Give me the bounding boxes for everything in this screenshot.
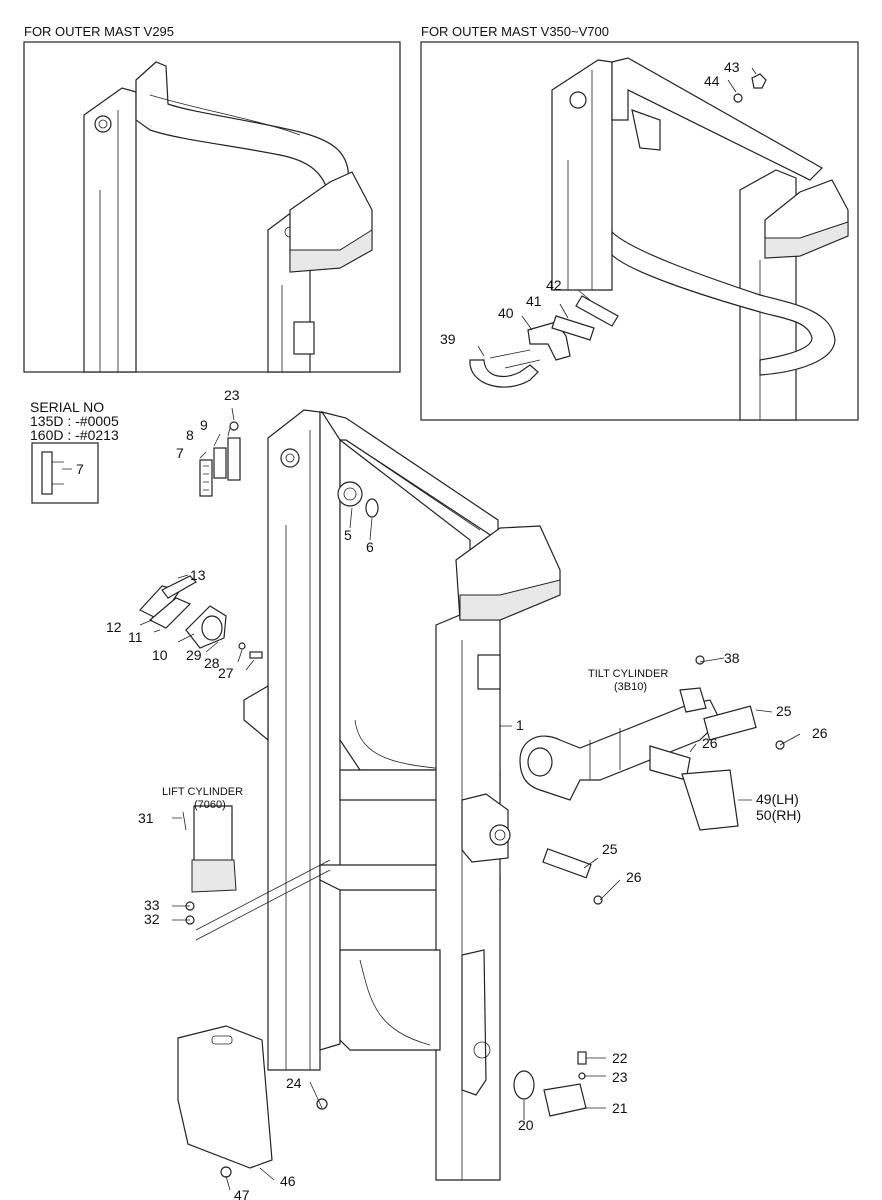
callout-23-lower: 23 (612, 1069, 628, 1085)
nut-43 (751, 73, 767, 89)
shim-11 (148, 597, 192, 629)
tilt-cylinder-code: (3B10) (614, 681, 647, 693)
pin-25-lower (542, 848, 592, 879)
serial-part-7: 7 (76, 461, 84, 477)
callout-28: 28 (204, 655, 220, 671)
bolt-26-lower (593, 895, 603, 905)
callout-49-lh: 49(LH) (756, 791, 799, 807)
callout-26-mid: 26 (702, 735, 718, 751)
callout-43: 43 (724, 59, 740, 75)
callout-26-right: 26 (812, 725, 828, 741)
plate-41 (551, 315, 595, 341)
callout-5: 5 (344, 527, 352, 543)
callout-33: 33 (144, 897, 160, 913)
callout-24: 24 (286, 1075, 302, 1091)
roller-29 (201, 615, 223, 641)
callout-44: 44 (704, 73, 720, 89)
callout-21: 21 (612, 1100, 628, 1116)
callout-47: 47 (234, 1187, 250, 1200)
lift-cylinder (182, 805, 331, 941)
tilt-cylinder-label: TILT CYLINDER (588, 668, 668, 680)
callout-40: 40 (498, 305, 514, 321)
inset-v295 (23, 41, 401, 373)
bolt-24 (316, 1098, 328, 1110)
grease-nipple-38 (695, 655, 705, 665)
callout-13: 13 (190, 567, 206, 583)
callout-26-lower: 26 (626, 869, 642, 885)
plate-9 (227, 437, 241, 481)
callout-12: 12 (106, 619, 122, 635)
callout-1: 1 (516, 717, 524, 733)
callout-32: 32 (144, 911, 160, 927)
bearing-5 (337, 481, 363, 507)
shim-13 (161, 575, 197, 599)
callout-6: 6 (366, 539, 374, 555)
right-box-header: FOR OUTER MAST V350~V700 (421, 24, 609, 39)
callout-50-rh: 50(RH) (756, 807, 801, 823)
left-box-header: FOR OUTER MAST V295 (24, 24, 174, 39)
ring-6 (365, 498, 379, 518)
washer-44 (733, 93, 743, 103)
callout-8: 8 (186, 427, 194, 443)
leader-lines (139, 67, 801, 1191)
serial-title: SERIAL NO (30, 399, 104, 415)
serial-inset: SERIAL NO 135D : -#0005 160D : -#0213 7 (30, 399, 119, 504)
callout-29: 29 (186, 647, 202, 663)
callout-39: 39 (440, 331, 456, 347)
inset-v350-v700 (420, 41, 859, 421)
callout-27: 27 (218, 665, 234, 681)
cover-plate-46 (177, 1025, 273, 1169)
callout-9: 9 (200, 417, 208, 433)
plate-8 (213, 447, 227, 479)
lift-cylinder-label: LIFT CYLINDER (162, 786, 243, 798)
callout-31: 31 (138, 810, 154, 826)
callout-23-top: 23 (224, 387, 240, 403)
tilt-cylinder (519, 655, 785, 831)
callout-42: 42 (546, 277, 562, 293)
hose-clamp-39 (469, 359, 539, 388)
callout-25-upper: 25 (776, 703, 792, 719)
bolt-47 (220, 1166, 232, 1178)
bolt-23-top (229, 421, 239, 431)
plate-42 (575, 295, 619, 327)
callout-10: 10 (152, 647, 168, 663)
callout-41: 41 (526, 293, 542, 309)
callout-7: 7 (176, 445, 184, 461)
bolt-27 (249, 651, 263, 659)
serial-line-2: 160D : -#0213 (30, 427, 119, 443)
callout-25-lower: 25 (602, 841, 618, 857)
washer-28 (238, 642, 246, 650)
main-outer-mast (243, 409, 561, 1181)
serial-line-1: 135D : -#0005 (30, 413, 119, 429)
callout-20: 20 (518, 1117, 534, 1133)
callout-11: 11 (128, 629, 143, 645)
bolt-22 (577, 1051, 587, 1065)
pin-21 (543, 1083, 587, 1117)
lift-cylinder-code: (7060) (194, 799, 226, 811)
callout-38: 38 (724, 650, 740, 666)
callout-22: 22 (612, 1050, 628, 1066)
plate-7 (199, 459, 213, 497)
bearing-20 (513, 1070, 535, 1100)
callouts: 1 5 6 7 8 9 10 11 12 13 20 21 22 23 23 2… (106, 59, 828, 1200)
callout-46: 46 (280, 1173, 296, 1189)
cover-49-50 (681, 769, 739, 831)
